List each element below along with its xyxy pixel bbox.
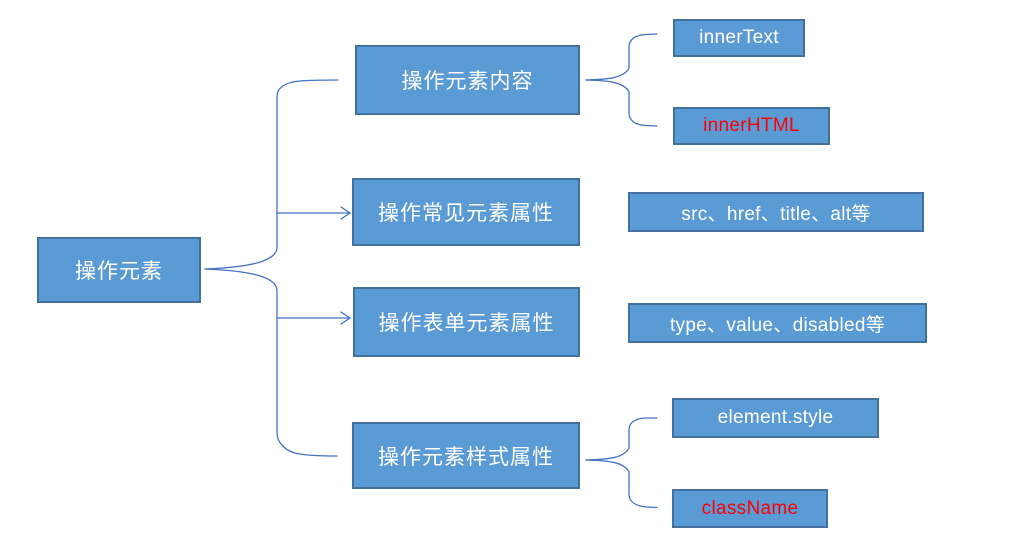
leaf-element-style: element.style	[672, 398, 879, 438]
leaf-label: innerText	[699, 27, 779, 48]
leaf-label: element.style	[717, 407, 834, 428]
node-common-element-attrs: 操作常见元素属性	[352, 178, 580, 246]
leaf-form-attr-examples: type、value、disabled等	[628, 303, 927, 343]
node-root-operate-element: 操作元素	[37, 237, 201, 303]
node-form-element-attrs: 操作表单元素属性	[353, 287, 580, 357]
leaf-label: className	[701, 497, 799, 519]
leaf-label: type、value、disabled等	[669, 314, 886, 336]
node-label: 操作元素	[75, 260, 163, 283]
node-element-style-attrs: 操作元素样式属性	[352, 422, 580, 489]
arrowhead-form-attrs-icon	[340, 311, 352, 325]
connector-style-to-classname	[585, 459, 658, 509]
leaf-innerhtml: innerHTML	[673, 107, 830, 145]
connector-root-to-top	[204, 79, 339, 270]
leaf-common-attr-examples: src、href、title、alt等	[628, 192, 924, 232]
connector-content-to-innerhtml	[585, 79, 658, 127]
node-label: 操作常见元素属性	[378, 202, 554, 225]
node-label: 操作元素样式属性	[378, 445, 554, 469]
connector-content-to-innertext	[585, 33, 658, 81]
leaf-label: innerHTML	[703, 115, 800, 136]
node-element-content: 操作元素内容	[355, 45, 580, 115]
leaf-classname: className	[672, 489, 828, 528]
arrowhead-common-attrs-icon	[340, 206, 352, 220]
connector-root-to-bottom	[204, 268, 338, 457]
connector-style-to-elementstyle	[585, 417, 658, 461]
leaf-innertext: innerText	[673, 19, 805, 57]
leaf-label: src、href、title、alt等	[681, 203, 871, 225]
node-label: 操作表单元素属性	[378, 312, 555, 335]
node-label: 操作元素内容	[401, 70, 534, 93]
